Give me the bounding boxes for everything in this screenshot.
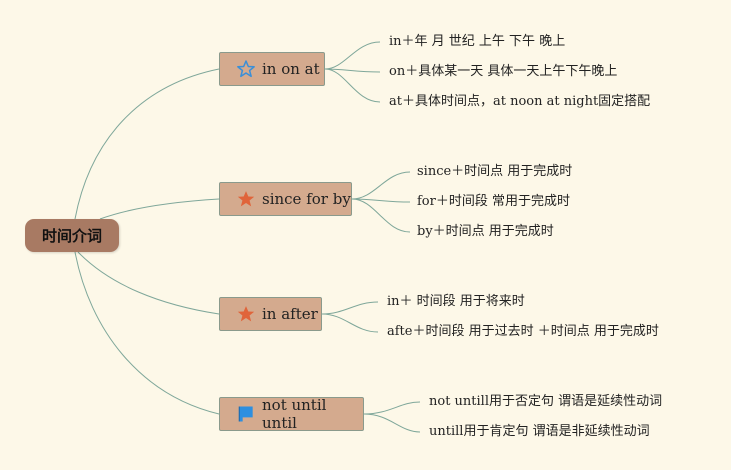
leaf-in-after-1[interactable]: in＋ 时间段 用于将来时 [387, 294, 525, 309]
connector-root-in-after [77, 251, 220, 315]
connector-b4-l2 [363, 413, 421, 433]
connector-b1-l2 [324, 68, 381, 73]
connector-b1-l1 [324, 41, 381, 70]
leaf-in-on-at-1[interactable]: in＋年 月 世纪 上午 下午 晚上 [389, 34, 566, 49]
star-filled-icon [236, 189, 256, 209]
connector-b1-l3 [324, 68, 381, 103]
root-topic[interactable]: 时间介词 [25, 219, 119, 252]
star-outline-icon [236, 59, 256, 79]
connector-root-not-until [74, 251, 220, 415]
topic-label: in after [262, 305, 318, 323]
connector-b3-l1 [321, 301, 379, 315]
flag-icon [236, 404, 256, 424]
topic-in-on-at[interactable]: in on at [219, 52, 325, 86]
star-filled-icon [236, 304, 256, 324]
topic-label: since for by [262, 190, 351, 208]
leaf-in-after-2[interactable]: afte＋时间段 用于过去时 ＋时间点 用于完成时 [387, 324, 659, 339]
topic-since-for-by[interactable]: since for by [219, 182, 352, 216]
topic-label: not until until [262, 396, 327, 432]
topic-not-until-until[interactable]: not until until [219, 396, 364, 432]
leaf-since-for-by-2[interactable]: for＋时间段 常用于完成时 [417, 194, 570, 209]
leaf-not-until-1[interactable]: not untill用于否定句 谓语是延续性动词 [429, 394, 663, 409]
leaf-since-for-by-1[interactable]: since＋时间点 用于完成时 [417, 164, 573, 179]
connector-b2-l1 [351, 171, 411, 200]
leaf-in-on-at-2[interactable]: on＋具体某一天 具体一天上午下午晚上 [389, 64, 618, 79]
leaf-since-for-by-3[interactable]: by＋时间点 用于完成时 [417, 224, 554, 239]
connector-root-in-on-at [74, 68, 220, 220]
topic-in-after[interactable]: in after [219, 297, 322, 331]
connector-b4-l1 [363, 401, 421, 415]
leaf-not-until-2[interactable]: untill用于肯定句 谓语是非延续性动词 [429, 424, 650, 439]
connector-b2-l2 [351, 198, 411, 203]
leaf-in-on-at-3[interactable]: at＋具体时间点，at noon at night固定搭配 [389, 94, 651, 109]
connector-b3-l2 [321, 313, 379, 333]
connector-b2-l3 [351, 198, 411, 233]
connector-root-since-for-by [99, 198, 220, 220]
topic-label: in on at [262, 60, 320, 78]
